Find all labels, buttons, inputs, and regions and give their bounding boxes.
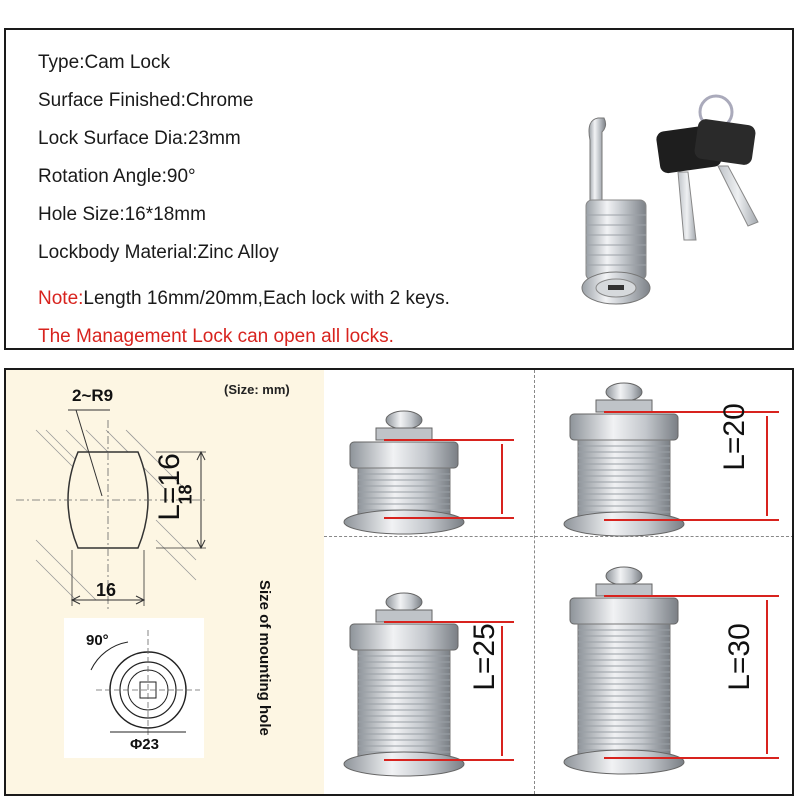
grid-divider-vertical (534, 370, 535, 794)
size-unit-label: (Size: mm) (224, 382, 290, 397)
angle-label: 90° (86, 632, 109, 649)
mounting-hole-caption: Size of mounting hole (256, 580, 273, 736)
spec-surface: Surface Finished:Chrome (38, 90, 254, 111)
mounting-hole-drawing (16, 409, 206, 758)
spec-rotation: Rotation Angle:90° (38, 166, 196, 187)
spec-type: Type:Cam Lock (38, 52, 170, 73)
length-label-30: L=30 (722, 623, 756, 691)
spec-box: Type:Cam Lock Surface Finished:Chrome Lo… (4, 28, 794, 350)
diagram-box: 2~R9 (Size: mm) 18 16 Size of mounting h… (4, 368, 794, 796)
lock-30-image (563, 566, 685, 775)
spec-hole-size: Hole Size:16*18mm (38, 204, 206, 225)
spec-note: Note:Length 16mm/20mm,Each lock with 2 k… (38, 288, 450, 310)
lock-25-image (343, 592, 465, 777)
radius-label: 2~R9 (72, 386, 114, 405)
lock-20-image (563, 382, 685, 537)
spec-diameter: Lock Surface Dia:23mm (38, 128, 241, 149)
length-label-20: L=20 (717, 403, 751, 471)
lock-lengths-drawing (343, 382, 779, 777)
spec-material: Lockbody Material:Zinc Alloy (38, 242, 279, 263)
diameter-label: Φ23 (130, 736, 159, 753)
length-label-16: L=16 (152, 453, 186, 521)
note-text: Length 16mm/20mm,Each lock with 2 keys. (83, 288, 450, 309)
width-dimension-label: 16 (96, 580, 117, 600)
spec-management: The Management Lock can open all locks. (38, 326, 394, 347)
length-label-25: L=25 (467, 623, 501, 691)
note-label: Note: (38, 288, 84, 309)
lock-16-image (343, 410, 465, 535)
cam-lock-with-keys-image (581, 94, 759, 305)
mounting-hole-panel: 2~R9 (Size: mm) 18 16 Size of mounting h… (6, 370, 324, 794)
grid-divider-horizontal (324, 536, 792, 537)
